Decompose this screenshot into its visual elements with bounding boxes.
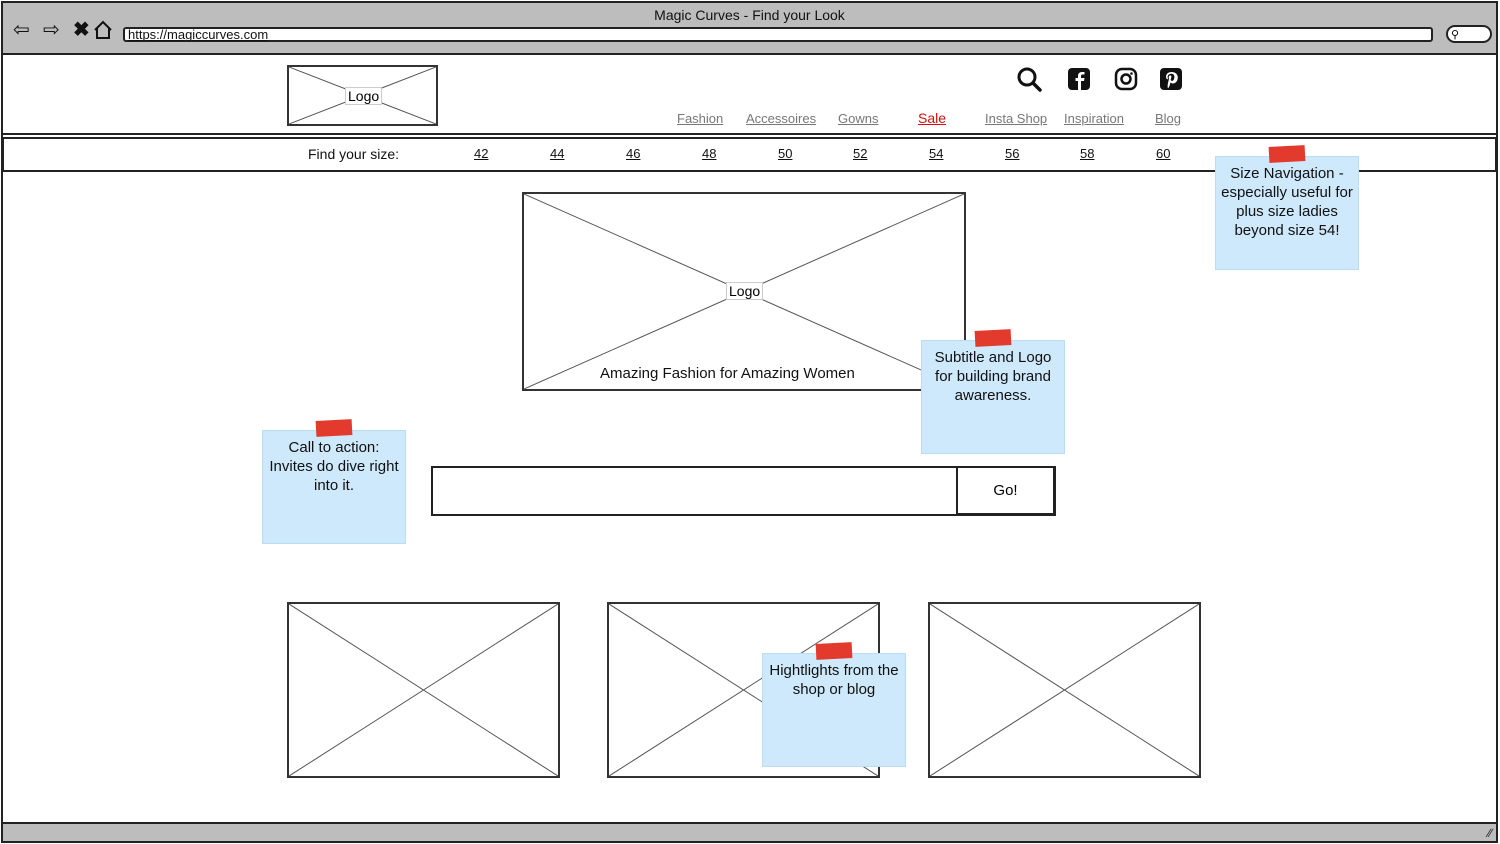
pinterest-icon[interactable] [1158,66,1184,92]
size-link-60[interactable]: 60 [1156,146,1171,161]
note-text: Size Navigation - especially useful for … [1221,165,1353,239]
search-icon[interactable] [1016,66,1042,92]
arrow-right-icon[interactable]: ⇨ [43,19,60,41]
size-link-50[interactable]: 50 [778,146,793,161]
nav-gowns[interactable]: Gowns [838,111,879,126]
tape-decoration [1268,145,1306,163]
resize-grip-icon[interactable]: ∕∕ [1487,826,1492,840]
header-divider [1,133,1498,135]
size-link-52[interactable]: 52 [853,146,868,161]
size-nav-label: Find your size: [308,146,400,162]
browser-search-field[interactable]: ⚲ [1446,25,1492,43]
hero-image: Logo [522,192,966,391]
nav-insta-shop[interactable]: Insta Shop [985,111,1048,126]
search-icon: ⚲ [1451,29,1460,41]
nav-accessoires[interactable]: Accessoires [746,111,817,126]
status-bar: ∕∕ [1,822,1498,843]
nav-blog[interactable]: Blog [1155,111,1182,126]
header-logo[interactable]: Logo [287,65,438,126]
nav-inspiration[interactable]: Inspiration [1064,111,1124,126]
size-link-46[interactable]: 46 [626,146,641,161]
size-link-54[interactable]: 54 [929,146,944,161]
note-text: Subtitle and Logo for building brand awa… [934,349,1052,404]
instagram-icon[interactable] [1113,66,1139,92]
logo-label: Logo [345,87,383,105]
size-link-56[interactable]: 56 [1005,146,1020,161]
cta-input[interactable] [431,466,958,516]
browser-toolbar: Magic Curves - Find your Look ⇦ ⇨ ✖ http… [1,1,1498,55]
size-link-48[interactable]: 48 [702,146,717,161]
arrow-left-icon[interactable]: ⇦ [13,19,30,41]
tape-decoration [815,642,853,660]
address-bar[interactable]: https://magiccurves.com [123,27,1433,42]
home-icon[interactable] [93,20,113,44]
size-link-42[interactable]: 42 [474,146,489,161]
facebook-icon[interactable] [1066,66,1092,92]
size-link-44[interactable]: 44 [550,146,565,161]
go-button[interactable]: Go! [956,466,1056,516]
note-text: Hightlights from the shop or blog [769,662,899,698]
highlight-card-3[interactable] [928,602,1201,778]
note-text: Call to action: Invites do dive right in… [269,439,399,494]
tape-decoration [315,419,353,437]
x-icon[interactable]: ✖ [73,19,90,41]
sticky-note-call-to-action: Call to action: Invites do dive right in… [262,419,406,544]
hero-logo-label: Logo [726,282,764,300]
size-link-58[interactable]: 58 [1080,146,1095,161]
nav-sale[interactable]: Sale [918,110,947,126]
highlight-card-1[interactable] [287,602,560,778]
nav-fashion[interactable]: Fashion [677,111,724,126]
tape-decoration [974,329,1012,347]
sticky-note-highlights: Hightlights from the shop or blog [762,642,906,767]
hero-subtitle: Amazing Fashion for Amazing Women [600,365,855,382]
sticky-note-size-navigation: Size Navigation - especially useful for … [1215,145,1359,270]
window-title: Magic Curves - Find your Look [654,7,845,23]
sticky-note-subtitle-logo: Subtitle and Logo for building brand awa… [921,329,1065,454]
